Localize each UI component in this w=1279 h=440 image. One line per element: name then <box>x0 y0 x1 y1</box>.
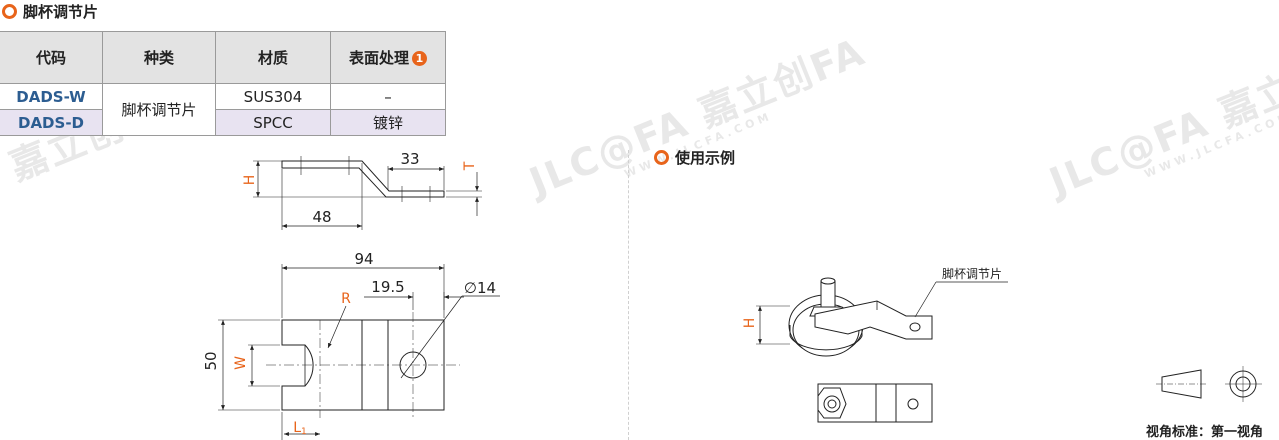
side-view <box>253 156 482 230</box>
first-angle-projection-icon <box>1156 366 1262 402</box>
usage-assembly <box>756 277 1008 423</box>
dim-hole: ∅14 <box>464 279 496 297</box>
material-cell: SPCC <box>215 109 331 136</box>
circle-bullet-icon <box>2 4 17 19</box>
dim-50: 50 <box>202 351 220 370</box>
dim-33: 33 <box>400 150 419 168</box>
dim-94: 94 <box>354 250 373 268</box>
label-r: R <box>341 291 351 307</box>
page-title: 脚杯调节片 <box>2 1 98 22</box>
label-l1: L1 <box>293 420 307 437</box>
note-badge-icon: 1 <box>412 51 427 66</box>
plan-view <box>218 264 500 440</box>
usage-label-h: H <box>742 318 758 329</box>
code-cell: DADS-W <box>0 83 103 110</box>
label-h: H <box>242 175 258 186</box>
dim-19-5: 19.5 <box>371 278 404 296</box>
table-row: DADS-W 脚杯调节片 SUS304 – <box>0 83 446 136</box>
label-w: W <box>233 356 249 370</box>
circle-bullet-icon <box>654 150 669 165</box>
label-t: T <box>462 161 478 171</box>
usage-title: 使用示例 <box>654 147 735 168</box>
header-code: 代码 <box>0 31 103 84</box>
header-kind: 种类 <box>102 31 216 84</box>
usage-callout-label: 脚杯调节片 <box>942 266 1002 281</box>
projection-label: 视角标准：第一视角 <box>1146 425 1264 440</box>
surface-cell: 镀锌 <box>330 109 446 136</box>
surface-cell: – <box>330 83 446 110</box>
code-cell: DADS-D <box>0 109 103 136</box>
table-row: DADS-D SPCC 镀锌 <box>0 109 446 136</box>
material-cell: SUS304 <box>215 83 331 110</box>
divider <box>628 150 629 440</box>
kind-cell: 脚杯调节片 <box>102 83 216 136</box>
dim-48: 48 <box>312 208 331 226</box>
